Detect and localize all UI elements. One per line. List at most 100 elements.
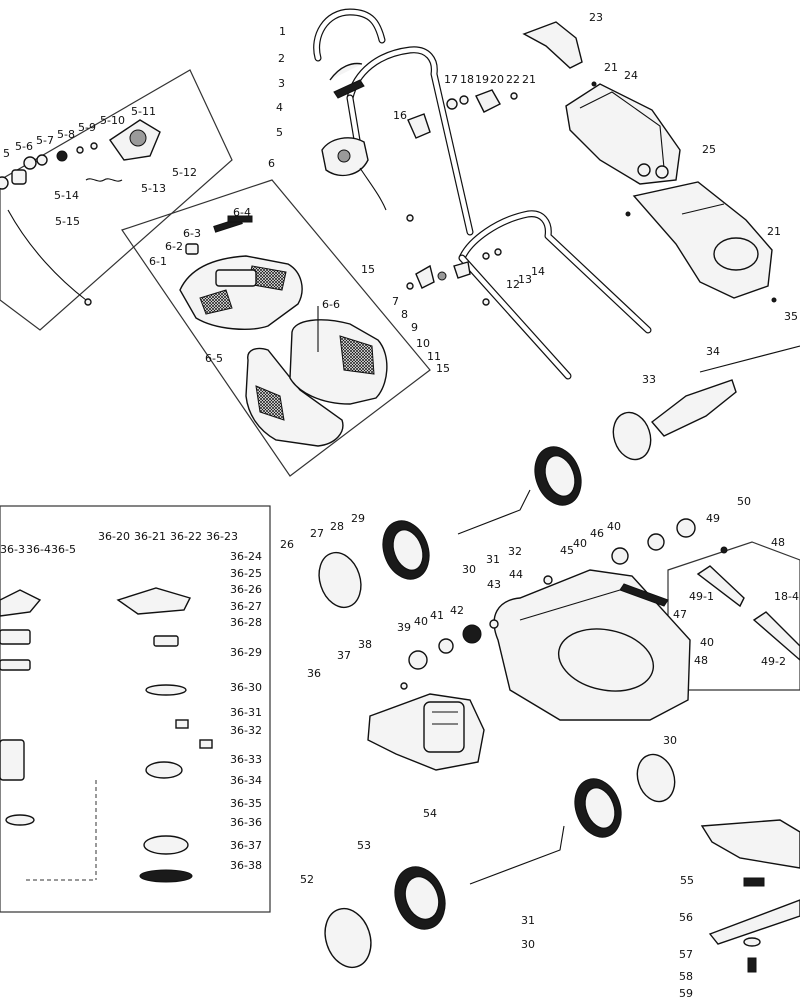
- part-label: 52: [300, 873, 314, 886]
- part-label: 36-34: [230, 774, 262, 787]
- motor-exploded-right: [116, 587, 213, 883]
- front-axle-32: [457, 489, 531, 535]
- part-label: 36-27: [230, 600, 262, 613]
- part-label: 5-13: [141, 182, 166, 195]
- grass-bag-parts: [185, 215, 253, 255]
- part-label: 28: [330, 520, 344, 533]
- part-label: 35: [784, 310, 798, 323]
- front-wheel-29: [382, 520, 430, 580]
- part-label: 21: [604, 61, 618, 74]
- blade-57: [708, 899, 800, 945]
- part-label: 40: [573, 537, 587, 550]
- part-label: 6-1: [149, 255, 167, 268]
- part-label: 49-2: [761, 655, 786, 668]
- part-label: 5-8: [57, 128, 75, 141]
- part-label: 5-12: [172, 166, 197, 179]
- knob-parts-17-22: [446, 89, 518, 113]
- lever-49-1: [696, 565, 745, 608]
- wheel-parts-40-46: [543, 518, 696, 585]
- cable-5-and-switch: [321, 137, 387, 211]
- rear-wheel-cap: [612, 411, 652, 461]
- part-label: 48: [771, 536, 785, 549]
- part-label: 31: [521, 914, 535, 927]
- front-axle-54: [469, 825, 565, 885]
- part-label: 25: [702, 143, 716, 156]
- part-label: 36-23: [206, 530, 238, 543]
- part-label: 6-4: [233, 206, 251, 219]
- part-label: 56: [679, 911, 693, 924]
- part-label: 21: [522, 73, 536, 86]
- part-label: 16: [393, 109, 407, 122]
- motor-assembly-36: [367, 693, 485, 771]
- part-label: 47: [673, 608, 687, 621]
- part-label: 8: [401, 308, 408, 321]
- part-label: 6-5: [205, 352, 223, 365]
- rear-wheel: [534, 446, 582, 506]
- part-label: 41: [430, 609, 444, 622]
- part-label: 36-21: [134, 530, 166, 543]
- part-label: 40: [414, 615, 428, 628]
- part-label: 36-30: [230, 681, 262, 694]
- part-label: 43: [487, 578, 501, 591]
- part-label: 23: [589, 11, 603, 24]
- part-label: 6: [268, 157, 275, 170]
- part-label: 37: [337, 649, 351, 662]
- part-label: 6-3: [183, 227, 201, 240]
- part-label: 9: [411, 321, 418, 334]
- part-label: 5-7: [36, 134, 54, 147]
- part-label: 36-38: [230, 859, 262, 872]
- part-label: 36-3: [0, 543, 25, 556]
- grass-bag-box-6-outline: [121, 179, 431, 477]
- lever-49-2: [752, 611, 800, 661]
- part-label: 36-25: [230, 567, 262, 580]
- mower-deck-43: [493, 569, 691, 721]
- part-label: 15: [436, 362, 450, 375]
- part-label: 30: [663, 734, 677, 747]
- part-label: 36-36: [230, 816, 262, 829]
- part-label: 48: [694, 654, 708, 667]
- part-label: 5-11: [131, 105, 156, 118]
- quick-release-7-11: [406, 214, 502, 306]
- upper-handle-1: [313, 8, 386, 62]
- part-label: 30: [462, 563, 476, 576]
- part-label: 57: [679, 948, 693, 961]
- cover-clip-23: [522, 21, 583, 69]
- part-label: 2: [278, 52, 285, 65]
- part-label: 5: [276, 126, 283, 139]
- washer-58: [743, 937, 761, 947]
- part-label: 36-24: [230, 550, 262, 563]
- part-label: 33: [642, 373, 656, 386]
- part-label: 13: [518, 273, 532, 286]
- part-label: 3: [278, 77, 285, 90]
- part-label: 36-20: [98, 530, 130, 543]
- part-label: 40: [607, 520, 621, 533]
- part-label: 36-37: [230, 839, 262, 852]
- part-label: 49-1: [689, 590, 714, 603]
- part-label: 18: [460, 73, 474, 86]
- rear-flap-33: [650, 379, 737, 437]
- part-label: 50: [737, 495, 751, 508]
- part-label: 59: [679, 987, 693, 1000]
- screws-21: [591, 81, 777, 303]
- handle-clamp-3: [329, 62, 365, 99]
- part-label: 40: [700, 636, 714, 649]
- part-label: 55: [680, 874, 694, 887]
- part-label: 42: [450, 604, 464, 617]
- part-label: 44: [509, 568, 523, 581]
- part-label: 26: [280, 538, 294, 551]
- wheel-cap-52: [324, 907, 372, 969]
- part-label: 1: [279, 25, 286, 38]
- lower-handle: [458, 210, 652, 380]
- part-label: 38: [358, 638, 372, 651]
- part-label: 7: [392, 295, 399, 308]
- part-label: 6-6: [322, 298, 340, 311]
- rear-axle-34: [699, 345, 800, 373]
- part-label: 10: [416, 337, 430, 350]
- part-label: 45: [560, 544, 574, 557]
- part-label: 5-9: [78, 121, 96, 134]
- front-wheel-53: [394, 866, 446, 930]
- part-label: 4: [276, 101, 283, 114]
